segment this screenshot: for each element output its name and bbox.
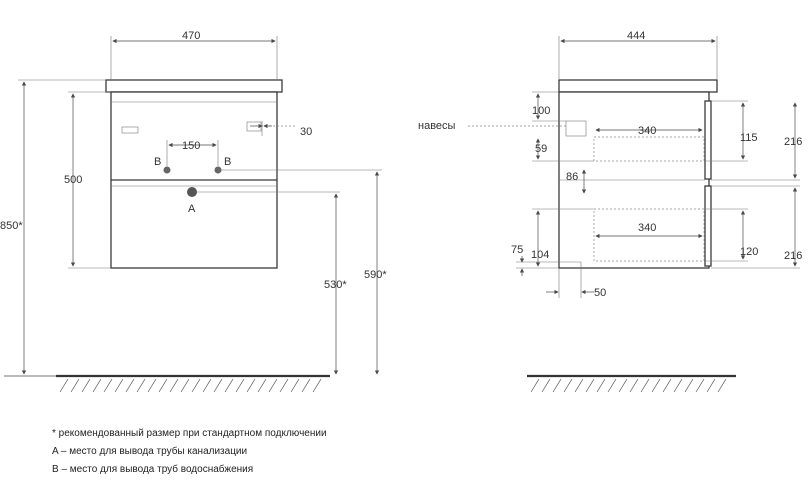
drain-label: A <box>188 203 196 215</box>
floor-hatch-line <box>268 378 278 393</box>
floor-hatch-line <box>596 378 606 393</box>
floor-hatch-line <box>662 378 672 393</box>
floor-hatch-line <box>279 378 289 393</box>
floor-hatch-line <box>684 378 694 393</box>
water-height-label: 590* <box>364 269 387 281</box>
upper-drawer-height-label: 115 <box>740 132 758 144</box>
drawer-gap-label: 86 <box>566 171 578 183</box>
top-offset-label: 100 <box>532 105 550 117</box>
upper-drawer-box <box>593 136 705 162</box>
floor-hatch-line <box>541 378 551 393</box>
cutout-height-label: 104 <box>531 249 549 261</box>
floor-hatch-line <box>640 378 650 393</box>
floor-hatch-line <box>717 378 727 393</box>
floor-hatch-line <box>81 378 91 393</box>
floor-hatch-line <box>235 378 245 393</box>
floor-hatch-line <box>607 378 617 393</box>
height-label: 500 <box>64 174 82 186</box>
floor-hatch-line <box>673 378 683 393</box>
floor-hatch-line <box>180 378 190 393</box>
side-view: навесы 444 100 59 340 115 216 86 34 <box>418 30 802 393</box>
side-floor-hatch <box>530 378 727 393</box>
floor-hatch-line <box>224 378 234 393</box>
side-hinge <box>565 120 587 137</box>
floor-hatch-line <box>629 378 639 393</box>
depth-label: 444 <box>627 30 645 42</box>
floor-hatch-line <box>147 378 157 393</box>
legend-note-star: * рекомендованный размер при стандартном… <box>52 428 327 439</box>
floor-hatch-line <box>563 378 573 393</box>
front-countertop <box>105 79 283 93</box>
floor-hatch-line <box>191 378 201 393</box>
floor-hatch-line <box>585 378 595 393</box>
hinge-gap-label: 59 <box>535 143 547 155</box>
floor-hatch-line <box>290 378 300 393</box>
floor-hatch-line <box>169 378 179 393</box>
floor-hatch-line <box>301 378 311 393</box>
floor-hatch-line <box>246 378 256 393</box>
floor-hatch-line <box>202 378 212 393</box>
floor-hatch-line <box>695 378 705 393</box>
width-label: 470 <box>182 30 200 42</box>
front-hinge-left <box>121 126 139 134</box>
side-countertop <box>558 79 718 93</box>
hinges-label: навесы <box>418 120 456 132</box>
water-label-left: B <box>154 156 161 168</box>
pipe-spacing-label: 150 <box>182 140 200 152</box>
floor-hatch-line <box>103 378 113 393</box>
lower-drawer-box <box>593 208 705 262</box>
side-lower-front <box>704 185 712 267</box>
lower-front-height-label: 216 <box>784 250 802 262</box>
floor-hatch-line <box>651 378 661 393</box>
floor-hatch-line <box>574 378 584 393</box>
floor-hatch-line <box>125 378 135 393</box>
front-view: 30 B B 150 A 470 500 850* 590* <box>0 30 387 393</box>
hinge-offset-label: 30 <box>300 126 312 138</box>
floor-hatch-line <box>618 378 628 393</box>
floor-hatch-line <box>213 378 223 393</box>
lower-drawer-height-label: 120 <box>740 246 758 258</box>
bottom-offset-label: 75 <box>511 244 523 256</box>
cutout-depth-label: 50 <box>594 287 606 299</box>
lower-drawer-depth-label: 340 <box>638 222 656 234</box>
legend-note-a: A – место для вывода трубы канализации <box>52 446 248 457</box>
rear-cutout <box>559 261 582 268</box>
floor-hatch-line <box>706 378 716 393</box>
floor-hatch-line <box>114 378 124 393</box>
upper-drawer-depth-label: 340 <box>638 125 656 137</box>
floor-hatch-line <box>92 378 102 393</box>
floor-hatch-line <box>530 378 540 393</box>
water-pipe-left-icon <box>163 166 171 174</box>
floor-hatch-line <box>257 378 267 393</box>
floor-hatch-line <box>158 378 168 393</box>
drain-height-label: 530* <box>324 279 347 291</box>
upper-front-height-label: 216 <box>784 136 802 148</box>
drain-pipe-icon <box>187 187 197 197</box>
legend-note-b: B – место для вывода труб водоснабжения <box>52 464 254 475</box>
floor-hatch-line <box>312 378 322 393</box>
total-height-label: 850* <box>0 220 23 232</box>
front-floor-hatch <box>59 378 322 393</box>
floor-hatch-line <box>552 378 562 393</box>
floor-hatch-line <box>136 378 146 393</box>
water-label-right: B <box>224 156 231 168</box>
floor-hatch-line <box>70 378 80 393</box>
side-upper-front <box>704 100 712 180</box>
floor-hatch-line <box>59 378 69 393</box>
